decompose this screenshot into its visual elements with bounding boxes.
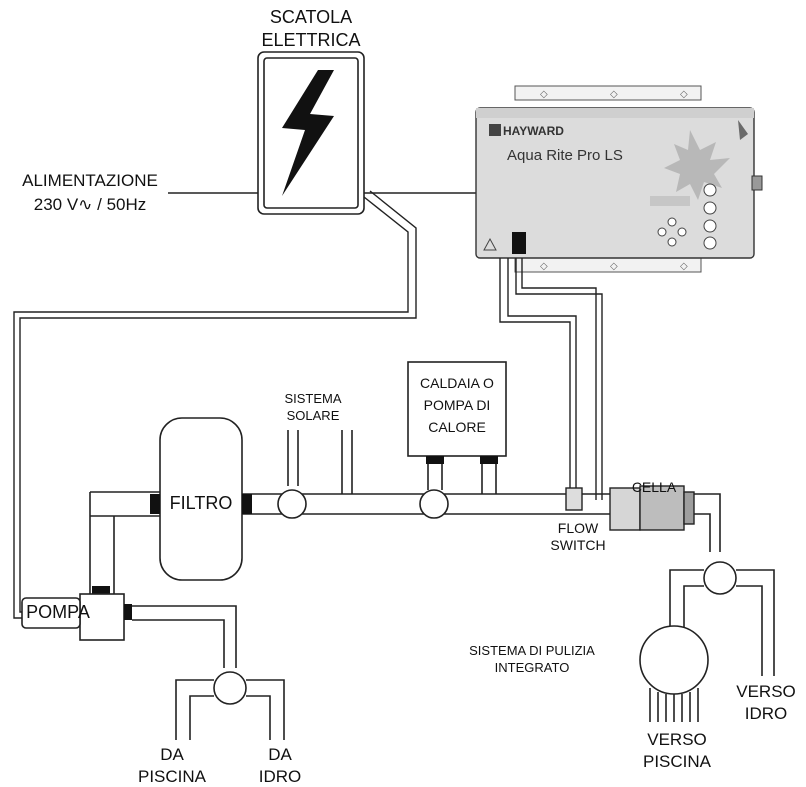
from-pool-pipe xyxy=(175,679,214,740)
to-spa-pipe xyxy=(736,569,775,676)
svg-text:◇: ◇ xyxy=(540,261,548,272)
electrical-box-title-2: ELETTRICA xyxy=(261,30,360,50)
flow-switch-cable-inner xyxy=(507,258,577,490)
cleaning-system-valve xyxy=(639,625,709,695)
pump-wire-outer xyxy=(13,196,409,619)
controller-brand: HAYWARD xyxy=(503,124,564,138)
cleaning-label-1: SISTEMA DI PULIZIA xyxy=(469,643,595,658)
cleaning-outlets xyxy=(649,688,699,722)
electrical-box-title-1: SCATOLA xyxy=(270,7,352,27)
svg-text:◇: ◇ xyxy=(680,89,688,100)
pump-wire-inner xyxy=(19,190,417,613)
cell-cable-outer xyxy=(515,258,603,500)
to-spa-label-1: VERSO xyxy=(736,682,796,701)
to-cleaning-pipe xyxy=(669,569,704,640)
controller-connector xyxy=(512,232,526,254)
power-label-2: 230 V∿ / 50Hz xyxy=(34,195,147,214)
svg-text:◇: ◇ xyxy=(680,261,688,272)
svg-text:◇: ◇ xyxy=(610,261,618,272)
cell-cable-inner xyxy=(521,258,597,500)
pipe-pump-to-filter xyxy=(89,491,160,596)
solar-pipe-out xyxy=(341,430,353,494)
maple-leaf-icon xyxy=(664,130,730,200)
electrolytic-cell xyxy=(609,485,695,531)
pump-body xyxy=(79,593,125,641)
to-pool-label-2: PISCINA xyxy=(643,752,712,771)
solar-pipe-in xyxy=(287,430,299,486)
controller-button-1 xyxy=(703,183,717,197)
power-label-1: ALIMENTAZIONE xyxy=(22,171,158,190)
return-valve xyxy=(703,561,737,595)
controller-unit: ◇ ◇ ◇ ◇ ◇ ◇ HAYWARD Aqua Rite Pro LS xyxy=(475,85,763,273)
electrical-box xyxy=(257,51,365,215)
controller-nav-right xyxy=(677,227,687,237)
solar-label-1: SISTEMA xyxy=(284,391,341,406)
heater-valve xyxy=(419,489,449,519)
pump-suction-pipe xyxy=(132,605,237,668)
solar-valve xyxy=(277,489,307,519)
heater-pipe-in xyxy=(427,464,443,490)
cleaning-label-2: INTEGRATO xyxy=(495,660,570,675)
solar-label-2: SOLARE xyxy=(287,408,340,423)
pipe-cell-to-valve xyxy=(690,493,721,552)
controller-nav-up xyxy=(667,217,677,227)
controller-nav-down xyxy=(667,237,677,247)
heater-label-1: CALDAIA O xyxy=(420,375,494,391)
heater-box xyxy=(407,361,507,457)
controller-nav-left xyxy=(657,227,667,237)
cell-label: CELLA xyxy=(632,479,677,495)
controller-button-2 xyxy=(703,201,717,215)
heater-label-3: CALORE xyxy=(428,419,486,435)
flow-switch-cable-outer xyxy=(499,258,571,490)
from-spa-pipe xyxy=(246,679,285,740)
controller-button-3 xyxy=(703,219,717,233)
svg-text:◇: ◇ xyxy=(610,89,618,100)
filter-label: FILTRO xyxy=(170,493,233,513)
from-pool-label-2: PISCINA xyxy=(138,767,207,786)
flow-switch-label-2: SWITCH xyxy=(550,537,605,553)
svg-text:◇: ◇ xyxy=(540,89,548,100)
warning-icon xyxy=(483,237,497,251)
suction-valve xyxy=(213,671,247,705)
pump-motor xyxy=(21,597,81,629)
from-spa-label-2: IDRO xyxy=(259,767,302,786)
heater-pipe-out xyxy=(481,464,497,494)
to-pool-label-1: VERSO xyxy=(647,730,707,749)
lightning-bolt-icon xyxy=(282,70,334,196)
to-spa-label-2: IDRO xyxy=(745,704,788,723)
controller-model: Aqua Rite Pro LS xyxy=(507,147,623,164)
from-spa-label-1: DA xyxy=(268,745,292,764)
flow-switch-label-1: FLOW xyxy=(558,520,599,536)
controller-button-4 xyxy=(703,236,717,250)
pump-label: POMPA xyxy=(26,602,90,622)
flow-switch xyxy=(565,487,583,511)
from-pool-label-1: DA xyxy=(160,745,184,764)
heater-label-2: POMPA DI xyxy=(424,397,491,413)
